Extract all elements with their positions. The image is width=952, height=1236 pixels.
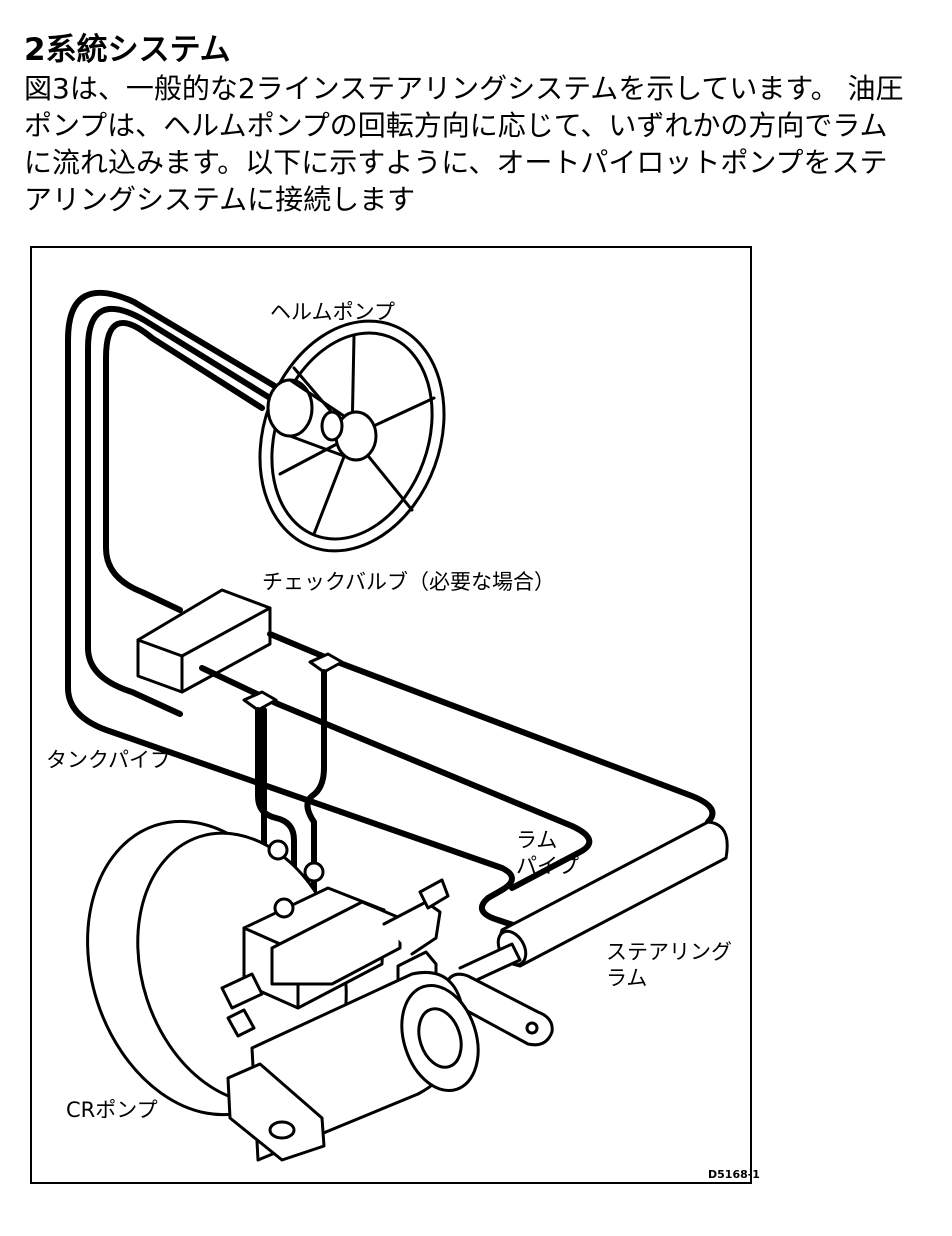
figure-reference: D5168-1 — [708, 1168, 760, 1181]
ram-pipes — [199, 631, 716, 891]
ram-pipe-upper — [267, 631, 716, 825]
steering-system-figure: ヘルムポンプ チェックバルブ（必要な場合） タンクパイプ ラム パイプ ステアリ… — [30, 246, 760, 1184]
label-ram-pipe-line2: パイプ — [516, 854, 579, 878]
tee-fitting-left — [242, 690, 278, 712]
label-steering-ram-line1: ステアリング — [606, 940, 732, 964]
cr-pump — [86, 819, 480, 1162]
tee-fitting-right — [308, 652, 344, 674]
helm-pipes — [65, 289, 555, 941]
cr-pump-foot — [226, 1062, 326, 1162]
intro-paragraph: 図3は、一般的な2ラインステアリングシステムを示しています。 油圧 ポンプは、ヘ… — [24, 70, 929, 218]
pipe-to-check-valve — [85, 305, 273, 717]
pipe-to-tee-right — [103, 319, 265, 613]
ram-rod — [458, 942, 522, 986]
label-ram-pipe-line1: ラム — [516, 828, 558, 852]
paragraph-line: 図3は、一般的な2ラインステアリングシステムを示しています。 油圧 — [24, 72, 904, 105]
ram-pipe-lower — [199, 665, 593, 891]
paragraph-line: アリングシステムに接続します — [24, 183, 416, 216]
helm-pump — [258, 319, 446, 553]
tee-fittings — [242, 652, 344, 712]
label-steering-ram-line2: ラム — [606, 966, 648, 990]
label-check-valve: チェックバルブ（必要な場合） — [262, 570, 555, 594]
section-heading: 2系統システム — [24, 32, 231, 68]
cr-pump-manifold — [270, 900, 402, 986]
label-helm-pump: ヘルムポンプ — [270, 300, 395, 324]
label-tank-pipe: タンクパイプ — [46, 748, 171, 772]
paragraph-line: に流れ込みます。以下に示すように、オートパイロットポンプをステ — [24, 146, 888, 179]
paragraph-line: ポンプは、ヘルムポンプの回転方向に応じて、いずれかの方向でラム — [24, 109, 888, 142]
check-valve — [136, 588, 272, 694]
helm-pump-body — [266, 378, 314, 438]
pipe-tank — [65, 289, 555, 941]
helm-spokes — [278, 334, 436, 536]
steering-diagram — [65, 289, 729, 1162]
steering-ram — [443, 820, 729, 1047]
label-cr-pump: CRポンプ — [66, 1098, 158, 1122]
